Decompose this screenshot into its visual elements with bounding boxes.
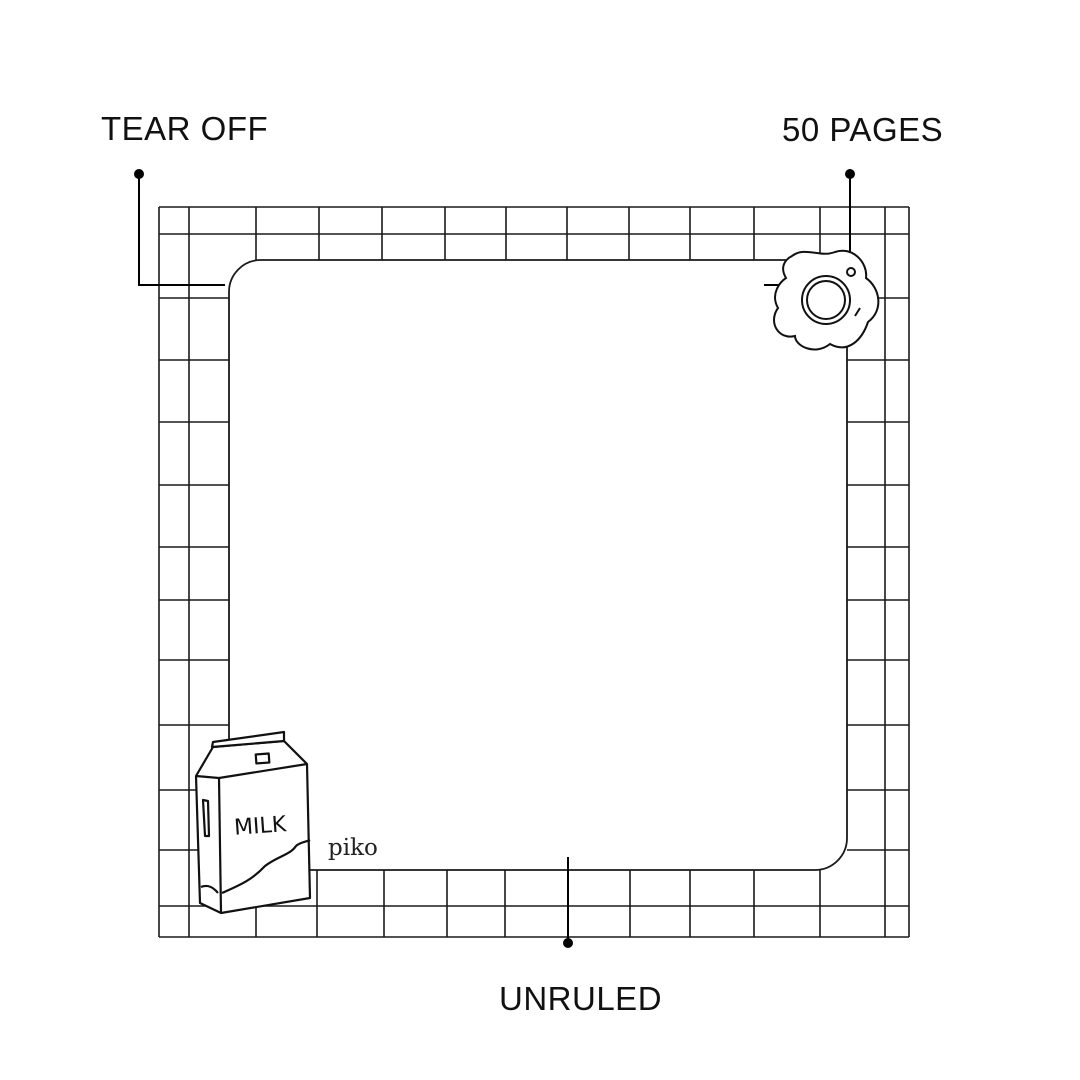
unruled-callout xyxy=(563,857,573,948)
unruled-label: UNRULED xyxy=(499,980,663,1017)
grid-border xyxy=(158,206,910,938)
tear-off-label: TEAR OFF xyxy=(101,110,269,147)
tear-off-callout xyxy=(134,169,225,286)
writing-area xyxy=(228,259,848,871)
fried-egg-icon xyxy=(773,249,880,351)
carton-text: MILK xyxy=(233,812,287,841)
pages-label: 50 PAGES xyxy=(782,111,944,148)
milk-carton-icon: MILK xyxy=(194,730,312,915)
brand-text: piko xyxy=(328,835,378,861)
